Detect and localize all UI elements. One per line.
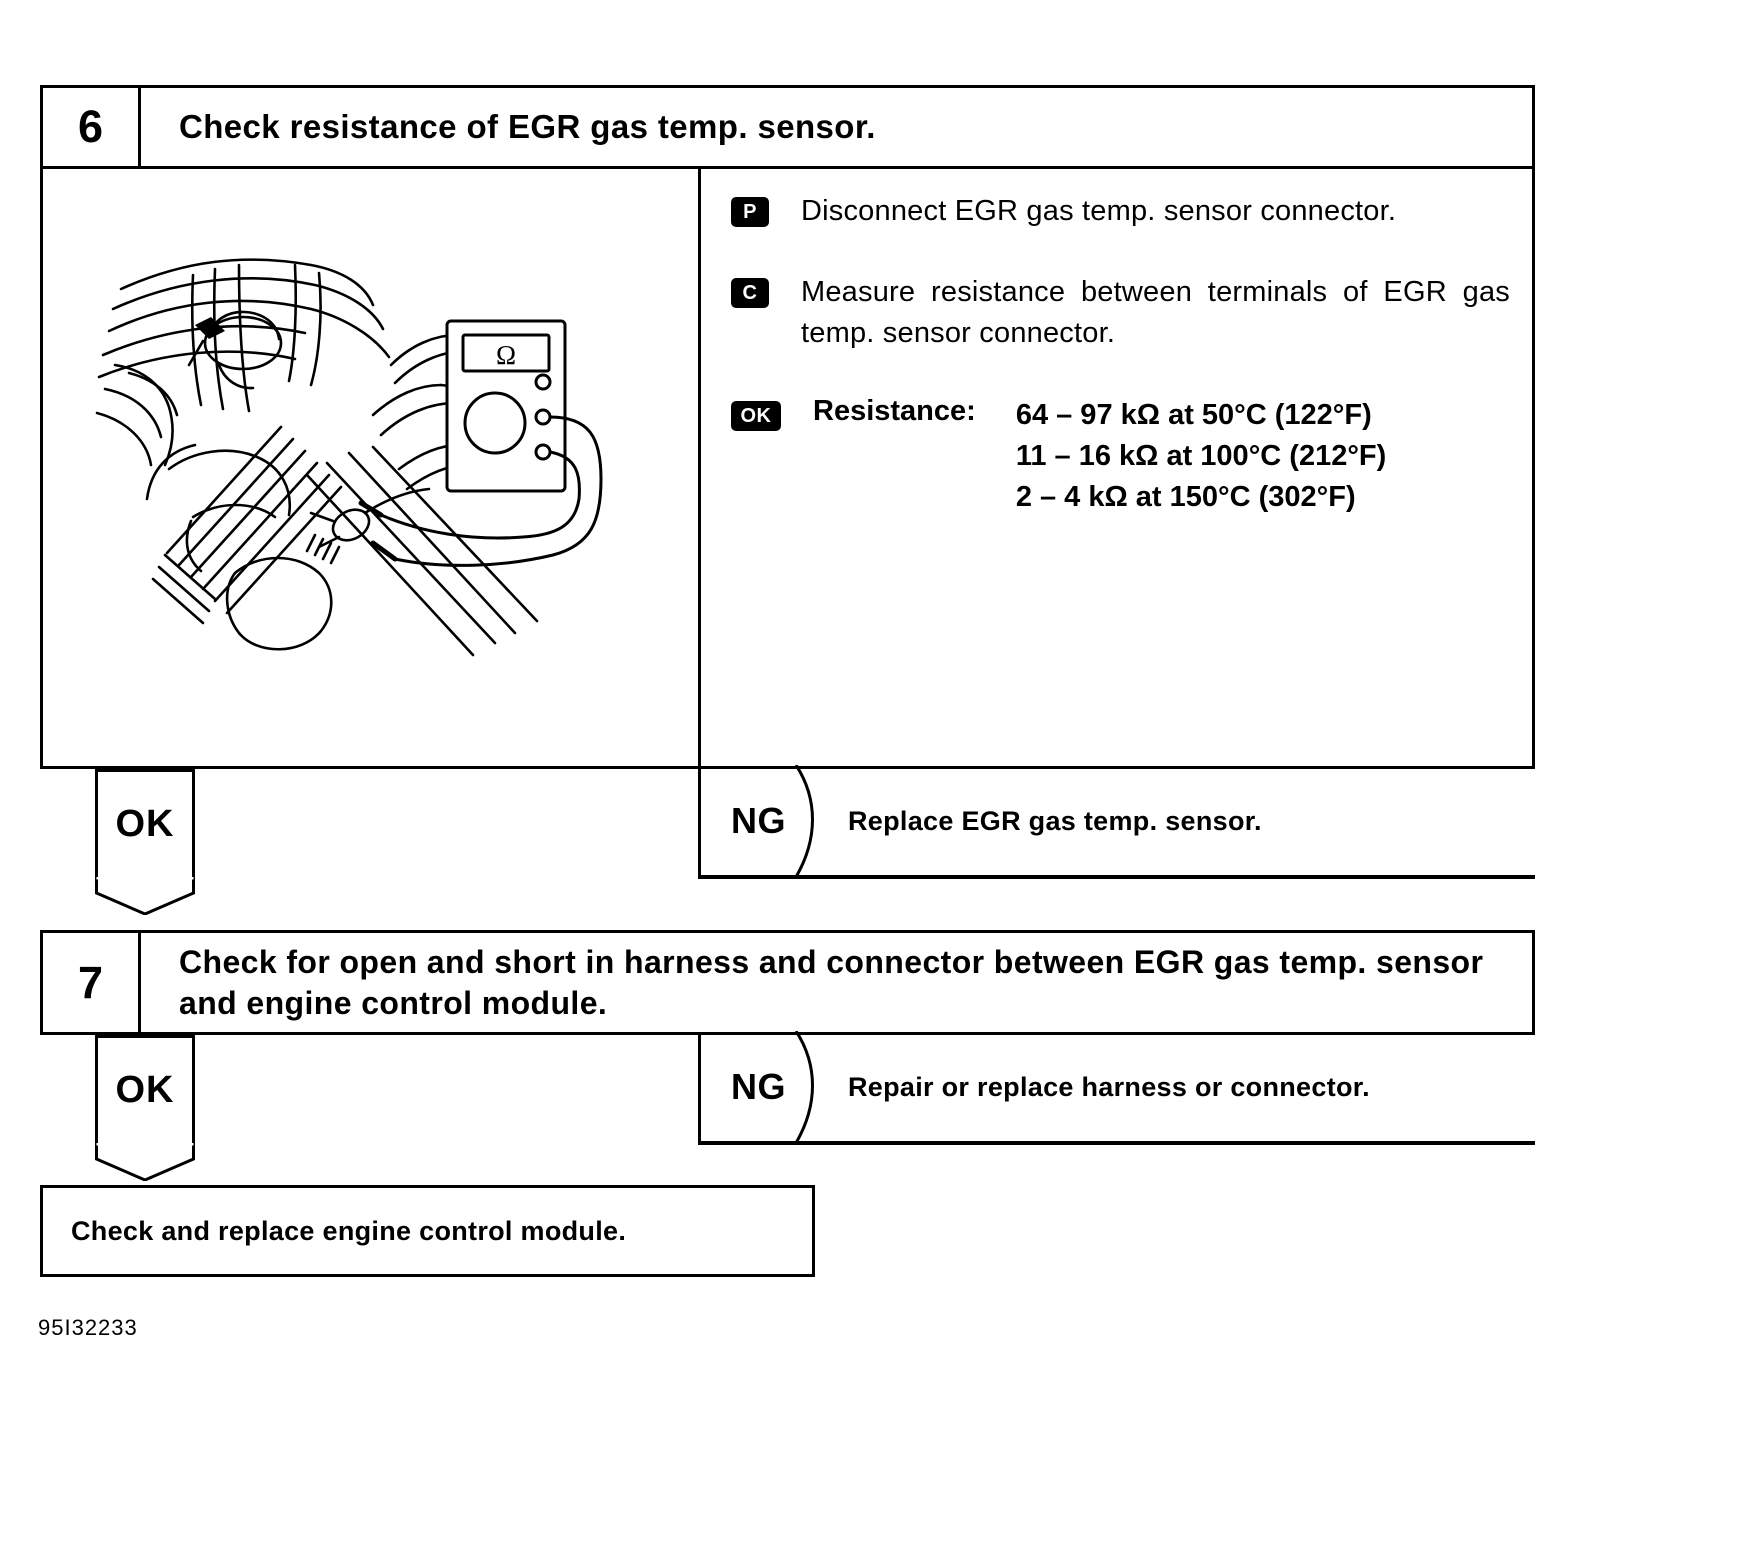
step-6-number: 6 bbox=[43, 88, 141, 166]
step-6-body: Ω P bbox=[40, 169, 1535, 769]
engine-compartment-diagram-icon: Ω bbox=[95, 258, 603, 657]
step-7-ng-box: NG Repair or replace harness or connecto… bbox=[698, 1031, 1535, 1145]
badge-c-icon: C bbox=[731, 278, 769, 309]
resistance-spec-row: OK Resistance: 64 – 97 kΩ at 50°C (122°F… bbox=[731, 395, 1510, 519]
resistance-value-line: 11 – 16 kΩ at 100°C (212°F) bbox=[1015, 439, 1387, 472]
step-6-ng-box: NG Replace EGR gas temp. sensor. bbox=[698, 765, 1535, 879]
ok-label: OK bbox=[115, 803, 175, 845]
ng-action-text: Repair or replace harness or connector. bbox=[848, 1071, 1370, 1102]
ng-arc-separator-icon bbox=[794, 765, 814, 877]
instruction-row: P Disconnect EGR gas temp. sensor connec… bbox=[731, 191, 1510, 232]
ng-label: NG bbox=[731, 1066, 786, 1107]
svg-text:Ω: Ω bbox=[496, 340, 516, 370]
step-6-block: 6 Check resistance of EGR gas temp. sens… bbox=[40, 85, 1535, 915]
final-action-box: Check and replace engine control module. bbox=[40, 1185, 815, 1277]
ng-arc-separator-icon bbox=[794, 1031, 814, 1143]
step-6-outcome-row: OK NG Replace EGR gas temp. sensor. bbox=[40, 765, 1535, 915]
ok-arrow-tip-icon bbox=[95, 877, 195, 915]
badge-p-icon: P bbox=[731, 197, 769, 227]
step-6-ok-marker: OK bbox=[95, 769, 195, 915]
ok-label: OK bbox=[115, 1069, 175, 1111]
resistance-label: Resistance: bbox=[813, 394, 976, 427]
resistance-value-line: 64 – 97 kΩ at 50°C (122°F) bbox=[1015, 398, 1372, 431]
instruction-text: Disconnect EGR gas temp. sensor connecto… bbox=[801, 195, 1397, 227]
step-7-title: Check for open and short in harness and … bbox=[179, 943, 1484, 1021]
step-6-illustration-panel: Ω bbox=[43, 169, 701, 766]
step-6-header: 6 Check resistance of EGR gas temp. sens… bbox=[40, 85, 1535, 169]
step-7-outcome-row: OK NG Repair or replace harness or conne… bbox=[40, 1031, 1535, 1181]
step-6-instructions-panel: P Disconnect EGR gas temp. sensor connec… bbox=[701, 169, 1532, 766]
step-7-header: 7 Check for open and short in harness an… bbox=[40, 930, 1535, 1035]
badge-ok-icon: OK bbox=[731, 400, 781, 431]
instruction-row: C Measure resistance between terminals o… bbox=[731, 272, 1510, 354]
ng-label: NG bbox=[731, 800, 786, 841]
step-7-ok-marker: OK bbox=[95, 1035, 195, 1181]
instruction-text: Measure resistance between terminals of … bbox=[801, 276, 1510, 350]
document-footer-code: 95I32233 bbox=[38, 1315, 138, 1340]
final-action-text: Check and replace engine control module. bbox=[71, 1215, 627, 1246]
step-6-title: Check resistance of EGR gas temp. sensor… bbox=[179, 107, 876, 145]
ok-arrow-tip-icon bbox=[95, 1143, 195, 1181]
step-7-number: 7 bbox=[43, 933, 141, 1032]
ng-action-text: Replace EGR gas temp. sensor. bbox=[848, 805, 1262, 836]
resistance-value-line: 2 – 4 kΩ at 150°C (302°F) bbox=[1015, 481, 1356, 514]
step-7-block: 7 Check for open and short in harness an… bbox=[40, 930, 1535, 1181]
